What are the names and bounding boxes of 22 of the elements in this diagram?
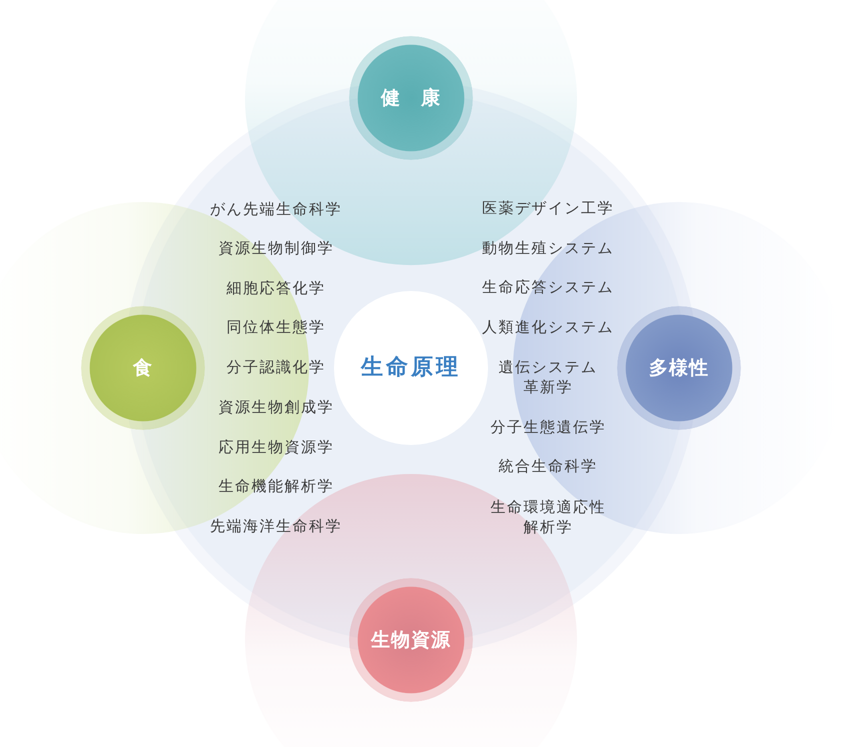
department-name: 先端海洋生命科学 [210,516,342,536]
category-label: 食 [133,356,153,380]
category-label: 多様性 [649,356,709,380]
department-name: 細胞応答化学 [226,278,326,298]
category-label: 健 康 [381,86,441,110]
department-name: 遺伝システム革新学 [498,357,598,397]
category-label: 生物資源 [371,628,451,652]
department-name: 生命機能解析学 [218,476,334,496]
department-name: 分子生態遺伝学 [490,417,606,437]
department-name: 人類進化システム [482,317,614,337]
department-name: 生命環境適応性解析学 [489,497,607,537]
department-name: 生命応答システム [482,277,614,297]
department-name: 統合生命科学 [498,456,598,476]
department-name: 資源生物創成学 [218,397,334,417]
department-name: 資源生物制御学 [218,238,334,258]
department-name: 同位体生態学 [226,317,326,337]
department-name: 医薬デザイン工学 [482,198,614,218]
department-name: 分子認識化学 [226,357,326,377]
department-name: 動物生殖システム [482,238,614,258]
department-name: がん先端生命科学 [210,199,342,219]
department-name: 応用生物資源学 [218,437,334,457]
center-label: 生命原理 [361,354,461,382]
